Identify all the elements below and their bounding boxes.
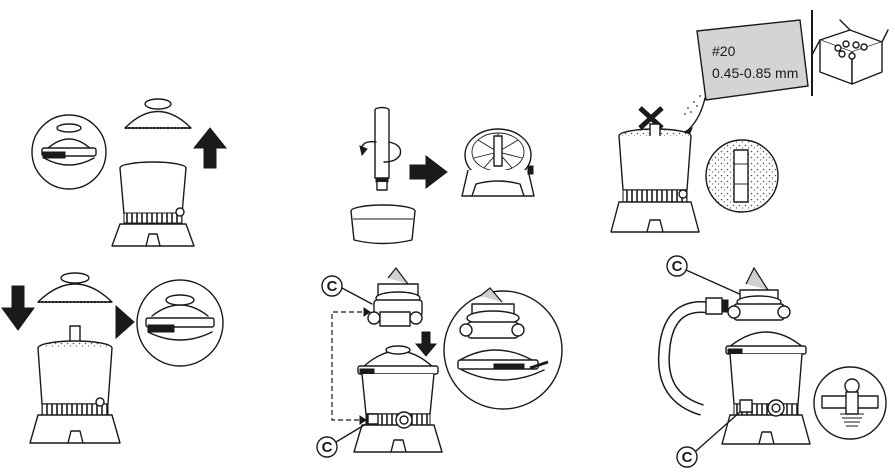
filter-tank <box>111 161 195 247</box>
callout-c-top: C <box>321 275 373 305</box>
filter-dome-lowering <box>37 272 113 303</box>
callout-c-bottom-right: C <box>676 411 741 468</box>
pour-direction-arrow <box>685 97 706 133</box>
callout-c-top-right: C <box>666 255 745 297</box>
tank-rim <box>350 204 416 245</box>
filter-dome <box>124 98 192 129</box>
sand-box-icon <box>811 19 889 85</box>
hose <box>657 297 729 416</box>
dashed-guide-line <box>331 311 370 421</box>
zoom-circle-clamp <box>31 114 107 190</box>
zoom-circle-hose-fitting <box>813 366 887 440</box>
assembled-filter <box>721 266 811 445</box>
callout-c-bottom: C <box>316 423 367 458</box>
right-arrow-icon <box>409 154 448 190</box>
laterals-assembly <box>461 128 535 197</box>
zoom-circle-sand-level <box>705 139 779 213</box>
step-5-install-valve: C C <box>316 267 563 458</box>
filter-tank-sand <box>29 325 121 444</box>
svg-text:C: C <box>322 439 333 456</box>
zoom-circle-clamp-close <box>136 279 224 367</box>
down-arrow-icon <box>1 285 35 331</box>
svg-text:C: C <box>682 449 693 466</box>
step-6-connect-hose: C C <box>657 255 887 468</box>
right-triangle-arrow-icon <box>115 304 135 340</box>
sand-size-range: 0.45-0.85 mm <box>712 65 798 81</box>
zoom-circle-valve-clamp <box>443 287 563 410</box>
sand-pour <box>684 95 701 115</box>
filter-tank-with-valve <box>353 345 443 453</box>
sand-bag: #20 0.45-0.85 mm <box>696 19 809 101</box>
multiport-valve <box>367 267 423 327</box>
svg-text:C: C <box>327 278 338 295</box>
step-1-remove-dome <box>31 98 228 247</box>
standpipe <box>359 106 402 191</box>
step-3-add-sand: #20 0.45-0.85 mm <box>610 10 889 233</box>
tank-with-sand <box>610 123 700 233</box>
valve-down-arrow-icon <box>414 331 438 357</box>
svg-text:C: C <box>672 258 683 275</box>
up-arrow-icon <box>192 127 228 169</box>
step-2-install-standpipe <box>350 106 535 245</box>
step-4-replace-dome <box>1 272 224 444</box>
sand-grade: #20 <box>712 43 736 59</box>
